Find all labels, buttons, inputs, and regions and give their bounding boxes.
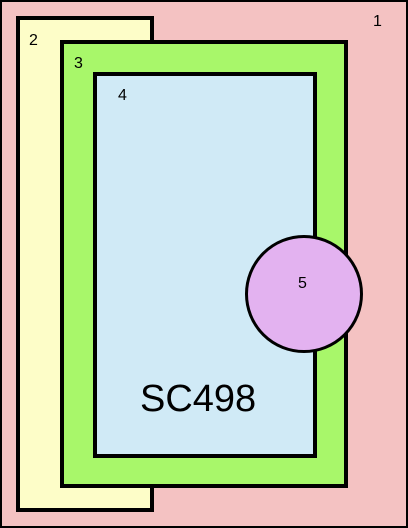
layer-5-circle bbox=[245, 235, 363, 353]
layer-3-number: 3 bbox=[74, 55, 83, 72]
layer-1-number: 1 bbox=[373, 13, 382, 30]
layer-2-number: 2 bbox=[29, 32, 38, 49]
sketch-code-label: SC498 bbox=[140, 378, 257, 420]
layer-5-number: 5 bbox=[298, 275, 307, 292]
layer-4-number: 4 bbox=[118, 87, 127, 104]
